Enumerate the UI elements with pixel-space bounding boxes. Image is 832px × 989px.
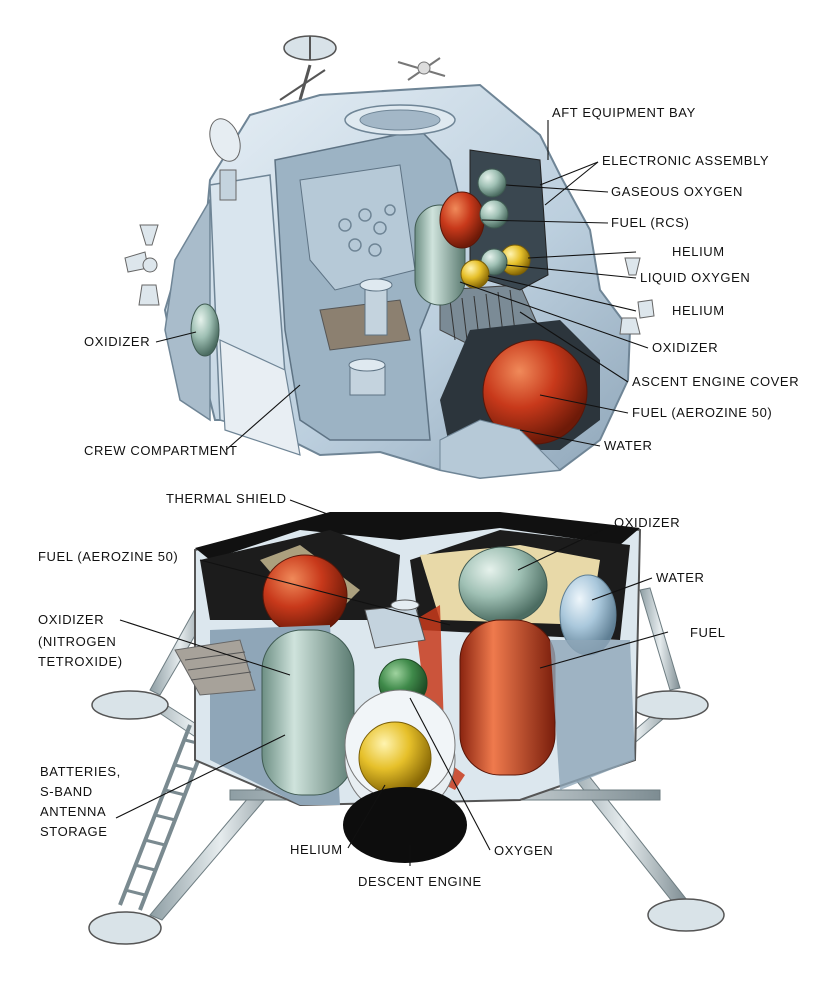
label-fuel-aerozine-descent: FUEL (AEROZINE 50) [38, 549, 178, 564]
label-water-descent: WATER [656, 570, 705, 585]
label-helium-2: HELIUM [672, 303, 725, 318]
descent-oxidizer-tank [261, 629, 355, 796]
ascent-oxidizer-tank-left [190, 303, 220, 357]
helium-tank-2 [460, 259, 490, 289]
ascent-fuel-tank [482, 339, 588, 445]
gaseous-oxygen-tank-2 [479, 199, 509, 229]
descent-fuel-tank [459, 619, 556, 776]
label-helium-1: HELIUM [672, 244, 725, 259]
rcs-thrusters-right [619, 257, 655, 335]
ascent-stage [124, 35, 655, 480]
label-oxidizer-nt-2: (NITROGEN [38, 634, 116, 649]
rendezvous-radar-antenna [209, 118, 241, 201]
label-thermal-shield: THERMAL SHIELD [166, 491, 287, 506]
label-water-ascent: WATER [604, 438, 653, 453]
label-fuel-descent: FUEL [690, 625, 726, 640]
steerable-antenna [279, 35, 337, 101]
label-oxygen-descent: OXYGEN [494, 843, 553, 858]
rcs-thrusters-left [124, 224, 160, 306]
descent-labels: THERMAL SHIELD OXIDIZER FUEL (AEROZINE 5… [38, 491, 726, 889]
label-fuel-aerozine-ascent: FUEL (AEROZINE 50) [632, 405, 772, 420]
label-fuel-rcs: FUEL (RCS) [611, 215, 689, 230]
label-batteries-1: BATTERIES, [40, 764, 121, 779]
label-electronic-assembly: ELECTRONIC ASSEMBLY [602, 153, 769, 168]
label-oxidizer-nt-1: OXIDIZER [38, 612, 104, 627]
helium-tank [358, 721, 432, 795]
descent-leader-lines [115, 499, 669, 866]
label-batteries-2: S-BAND [40, 784, 93, 799]
label-gaseous-oxygen: GASEOUS OXYGEN [611, 184, 743, 199]
thermal-shield [195, 512, 640, 560]
label-oxidizer-left: OXIDIZER [84, 334, 150, 349]
footpads [88, 690, 725, 945]
label-oxidizer-descent-top: OXIDIZER [614, 515, 680, 530]
label-helium-descent: HELIUM [290, 842, 343, 857]
label-batteries-3: ANTENNA [40, 804, 106, 819]
descent-engine [343, 787, 467, 863]
label-descent-engine: DESCENT ENGINE [358, 874, 482, 889]
ascent-labels: AFT EQUIPMENT BAY ELECTRONIC ASSEMBLY GA… [84, 105, 799, 458]
label-oxidizer-nt-3: TETROXIDE) [38, 654, 123, 669]
descent-oxidizer-tank-upper [458, 546, 548, 624]
fuel-rcs-tank [439, 191, 485, 249]
gaseous-oxygen-tank-1 [477, 168, 507, 198]
vhf-antenna [397, 57, 446, 81]
label-oxidizer-right: OXIDIZER [652, 340, 718, 355]
label-batteries-4: STORAGE [40, 824, 108, 839]
descent-stage [88, 512, 725, 945]
label-liquid-oxygen: LIQUID OXYGEN [640, 270, 750, 285]
label-ascent-engine-cover: ASCENT ENGINE COVER [632, 374, 799, 389]
label-aft-equipment-bay: AFT EQUIPMENT BAY [552, 105, 696, 120]
ascent-leader-lines [155, 120, 649, 451]
label-crew-compartment: CREW COMPARTMENT [84, 443, 238, 458]
